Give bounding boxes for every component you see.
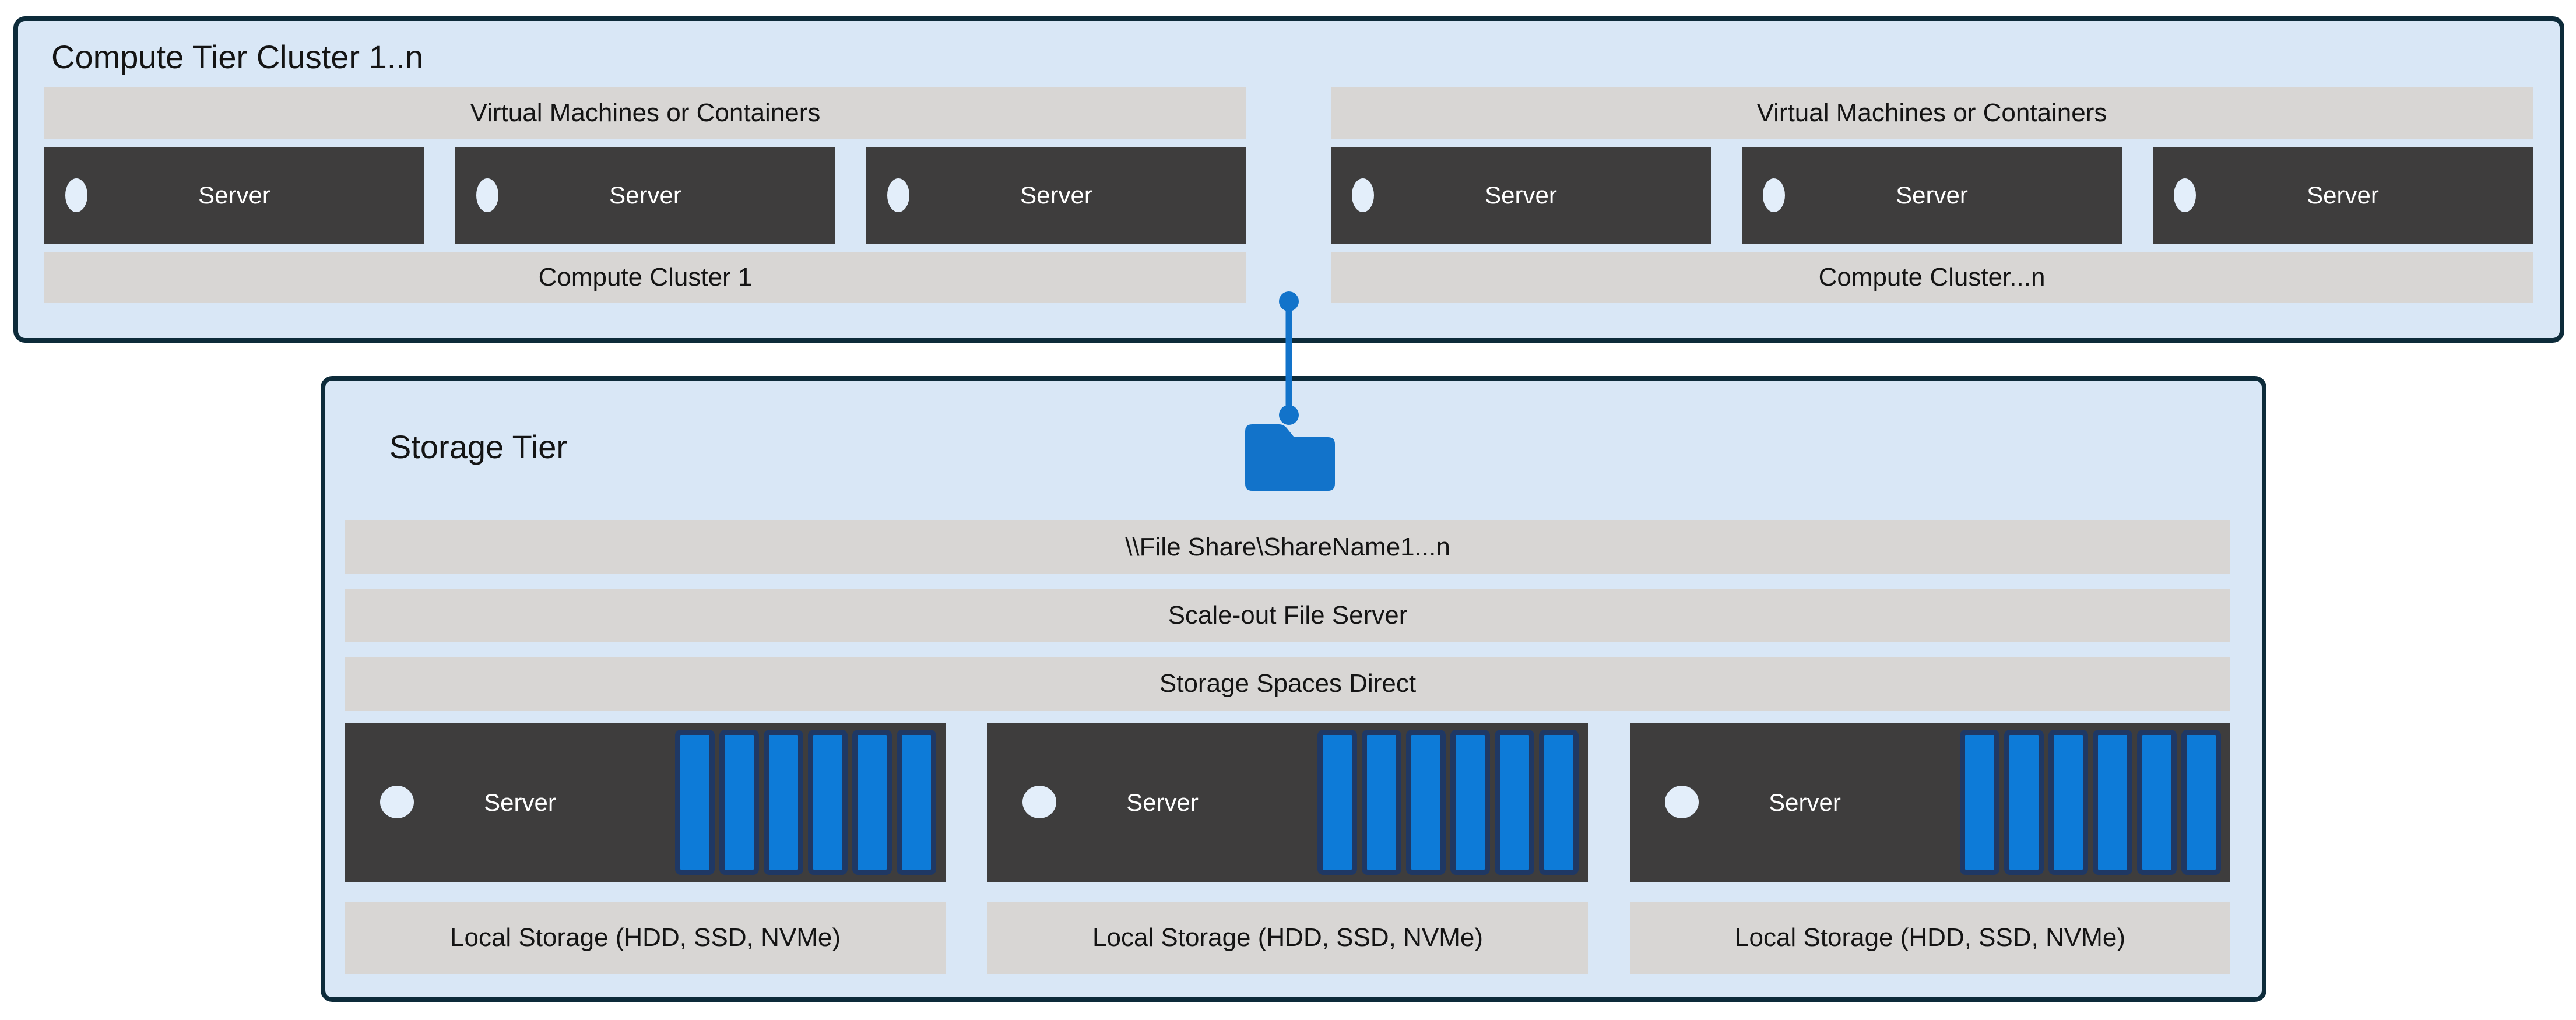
local-storage-bar: Local Storage (HDD, SSD, NVMe) [345,902,946,974]
server-label: Server [1126,788,1199,816]
storage-tier-title: Storage Tier [389,428,568,465]
led-dot-icon [1352,178,1374,212]
disk-icon [1450,730,1490,875]
disk-icon [1495,730,1534,875]
server-box: Server [1742,147,2122,244]
server-box: Server [866,147,1246,244]
compute-cluster-bar: Compute Cluster...n [1331,252,2533,303]
server-label: Server [198,181,270,209]
storage-server-box: Server [1630,723,2230,882]
server-box: Server [455,147,835,244]
storage-server-box: Server [987,723,1588,882]
server-label: Server [2307,181,2379,209]
local-storage-bar: Local Storage (HDD, SSD, NVMe) [987,902,1588,974]
connector-dot-top [1279,291,1299,311]
disk-icon [2093,730,2132,875]
disk-icon [675,730,715,875]
compute-cluster-bar: Compute Cluster 1 [44,252,1246,303]
server-label: Server [609,181,681,209]
led-dot-icon [476,178,498,212]
folder-icon [1245,424,1335,491]
disk-rack [1960,730,2221,875]
vm-containers-bar: Virtual Machines or Containers [1331,87,2533,139]
disk-icon [2048,730,2088,875]
server-label: Server [1485,181,1557,209]
led-dot-icon [887,178,909,212]
server-box: Server [2153,147,2533,244]
disk-icon [1539,730,1579,875]
scale-out-file-server-bar: Scale-out File Server [345,589,2230,642]
led-dot-icon [1763,178,1785,212]
disk-icon [2181,730,2221,875]
disk-icon [1362,730,1401,875]
server-row: Server Server Server [44,147,1246,244]
disk-rack [1317,730,1579,875]
server-label: Server [484,788,556,816]
compute-tier-panel: Compute Tier Cluster 1..n Virtual Machin… [13,16,2564,343]
compute-tier-title: Compute Tier Cluster 1..n [51,38,424,75]
led-dot-icon [1665,786,1699,818]
server-box: Server [1331,147,1711,244]
connector-dot-bottom [1279,405,1299,425]
storage-spaces-direct-bar: Storage Spaces Direct [345,657,2230,711]
compute-cluster-1-group: Virtual Machines or Containers Server Se… [44,87,1246,303]
disk-icon [719,730,759,875]
compute-cluster-n-group: Virtual Machines or Containers Server Se… [1331,87,2533,303]
disk-icon [852,730,892,875]
disk-icon [808,730,848,875]
disk-rack [675,730,936,875]
local-storage-bar: Local Storage (HDD, SSD, NVMe) [1630,902,2230,974]
server-label: Server [1896,181,1968,209]
disk-icon [1960,730,1999,875]
disk-icon [1317,730,1357,875]
led-dot-icon [65,178,87,212]
disk-icon [764,730,803,875]
disk-icon [1406,730,1446,875]
disk-icon [2137,730,2177,875]
disk-icon [2004,730,2044,875]
led-dot-icon [380,786,414,818]
disk-icon [897,730,936,875]
storage-server-box: Server [345,723,946,882]
server-row: Server Server Server [1331,147,2533,244]
led-dot-icon [1022,786,1056,818]
tier-connector-line [1279,291,1299,425]
vm-containers-bar: Virtual Machines or Containers [44,87,1246,139]
led-dot-icon [2174,178,2196,212]
server-label: Server [1769,788,1841,816]
server-box: Server [44,147,424,244]
server-label: Server [1020,181,1092,209]
file-share-bar: \\File Share\ShareName1...n [345,520,2230,574]
